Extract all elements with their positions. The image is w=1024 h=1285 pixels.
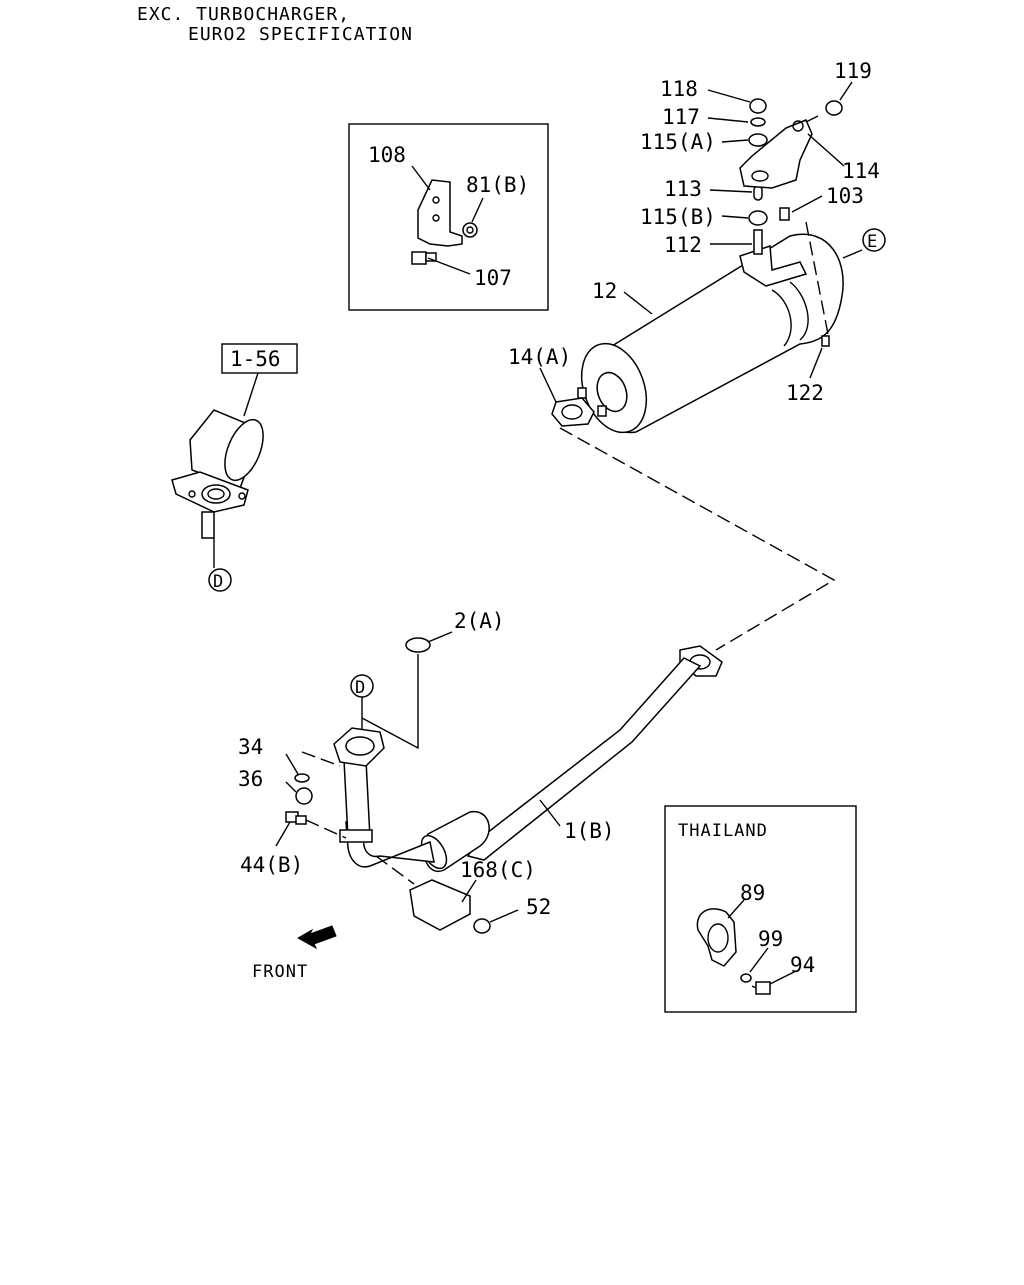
label-44b: 44(B) — [240, 853, 303, 877]
pipe-down-section — [343, 759, 371, 839]
nut-36 — [295, 787, 313, 805]
bolt-94 — [755, 981, 771, 995]
pipe-main-tube — [466, 657, 702, 861]
label-113: 113 — [664, 177, 702, 201]
thailand-inset-frame — [664, 805, 857, 1013]
label-81b: 81(B) — [466, 173, 529, 197]
manifold-reference: 1-56 D — [171, 343, 298, 592]
marker-e — [862, 228, 886, 252]
marker-d-top-label: D — [213, 572, 223, 592]
ref-label-1-56: 1-56 — [230, 347, 281, 371]
bracket-108-shape — [417, 179, 463, 247]
rubber-113 — [753, 185, 763, 201]
muffler-assembly: E 118 119 117 115(A) 114 113 103 115(B) … — [508, 59, 886, 434]
label-36: 36 — [238, 767, 263, 791]
front-label: FRONT — [252, 962, 308, 982]
marker-e-label: E — [867, 232, 877, 252]
washer-117 — [750, 117, 766, 127]
ref-box-1-56 — [221, 343, 298, 374]
marker-d-top — [208, 568, 232, 592]
nut-119 — [825, 100, 843, 116]
label-14a: 14(A) — [508, 345, 571, 369]
label-12: 12 — [592, 279, 617, 303]
label-115b: 115(B) — [640, 205, 716, 229]
label-34: 34 — [238, 735, 263, 759]
washer-34 — [294, 773, 310, 783]
label-119: 119 — [834, 59, 872, 83]
washer-115a — [748, 133, 768, 147]
bracket-inset: 108 81(B) 107 — [348, 123, 549, 311]
label-103: 103 — [826, 184, 864, 208]
label-122: 122 — [786, 381, 824, 405]
front-arrow-icon — [296, 925, 337, 950]
label-1b: 1(B) — [564, 819, 615, 843]
stud-112 — [753, 229, 763, 255]
label-99: 99 — [758, 927, 783, 951]
clamp-89 — [696, 908, 737, 967]
bracket-inset-frame — [348, 123, 549, 311]
nut-118 — [749, 98, 767, 114]
marker-d-pipe-label: D — [355, 678, 365, 698]
label-114: 114 — [842, 159, 880, 183]
label-52: 52 — [526, 895, 551, 919]
label-115a: 115(A) — [640, 130, 716, 154]
thailand-inset: THAILAND 89 99 94 — [664, 805, 857, 1013]
clip-122 — [821, 335, 830, 347]
washer-99 — [740, 973, 752, 983]
label-89: 89 — [740, 881, 765, 905]
nut-52 — [473, 918, 491, 934]
bracket-168c — [409, 879, 471, 931]
label-107: 107 — [474, 266, 512, 290]
nut-81-shape — [462, 222, 478, 238]
label-118: 118 — [660, 77, 698, 101]
header-line-1: EXC. TURBOCHARGER, — [137, 4, 350, 25]
front-direction-indicator: FRONT — [252, 925, 337, 982]
bolt-107-shape — [411, 251, 427, 265]
alignment-line-muffler-pipe — [559, 427, 836, 651]
label-2a: 2(A) — [454, 609, 505, 633]
thailand-inset-title: THAILAND — [678, 821, 768, 841]
label-94: 94 — [790, 953, 815, 977]
label-117: 117 — [662, 105, 700, 129]
label-168c: 168(C) — [460, 858, 536, 882]
bolt-103 — [779, 207, 790, 221]
gasket-2a — [405, 637, 431, 653]
label-108: 108 — [368, 143, 406, 167]
label-112: 112 — [664, 233, 702, 257]
header-line-2: EURO2 SPECIFICATION — [188, 24, 413, 45]
nut-115b — [748, 210, 768, 226]
front-pipe-assembly: D 2(A) 34 36 44(B) 1(B) 168(C) 52 — [238, 609, 723, 934]
